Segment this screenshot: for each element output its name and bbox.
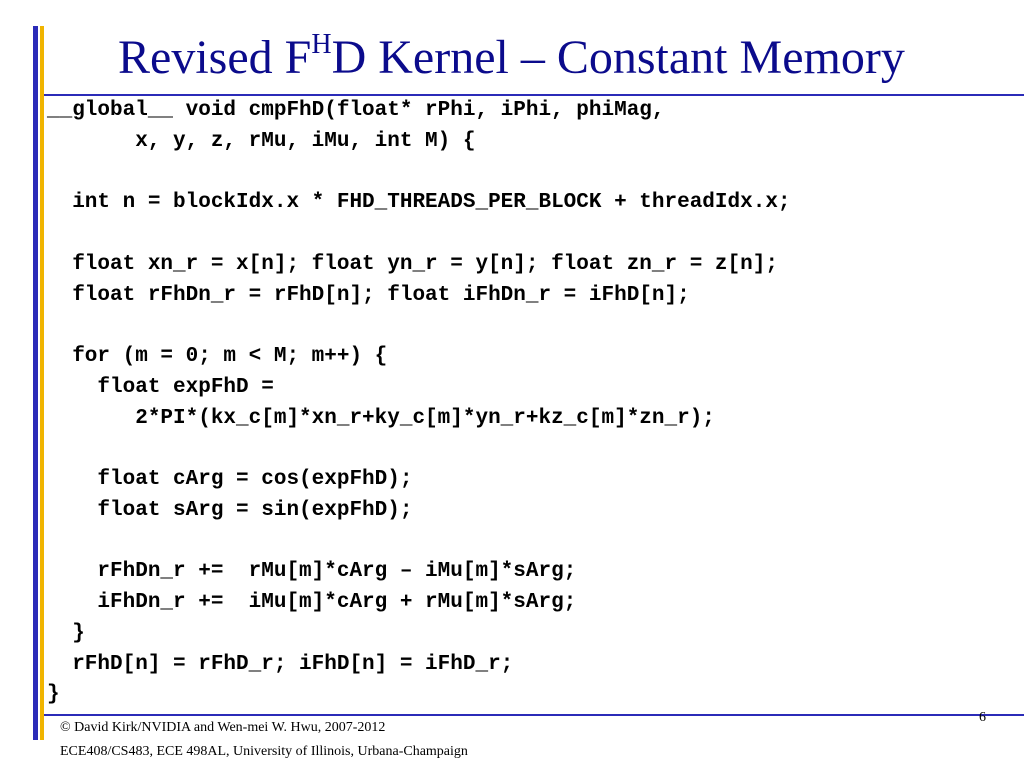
footer-copyright: © David Kirk/NVIDIA and Wen-mei W. Hwu, … xyxy=(60,720,386,735)
code-line xyxy=(47,434,1017,465)
code-line: rFhDn_r += rMu[m]*cArg – iMu[m]*sArg; xyxy=(47,560,577,584)
code-line: float xn_r = x[n]; float yn_r = y[n]; fl… xyxy=(47,252,778,276)
code-line: } xyxy=(47,683,60,707)
code-line: 2*PI*(kx_c[m]*xn_r+ky_c[m]*yn_r+kz_c[m]*… xyxy=(47,406,715,430)
code-line: float rFhDn_r = rFhD[n]; float iFhDn_r =… xyxy=(47,283,690,307)
title-superscript: H xyxy=(311,29,332,60)
code-line: iFhDn_r += iMu[m]*cArg + rMu[m]*sArg; xyxy=(47,591,577,614)
title-divider xyxy=(44,94,1024,96)
left-accent-bar-blue xyxy=(33,26,38,740)
code-line: float sArg = sin(expFhD); xyxy=(47,498,413,522)
left-accent-bar-gold xyxy=(40,26,44,740)
slide-title: Revised FHD Kernel – Constant Memory xyxy=(118,28,905,88)
page-number: 6 xyxy=(979,710,986,725)
code-line: float expFhD = xyxy=(47,375,274,399)
title-prefix: Revised F xyxy=(118,31,312,84)
code-line: } xyxy=(47,621,85,645)
footer-divider xyxy=(44,714,1024,716)
code-line: x, y, z, rMu, iMu, int M) { xyxy=(47,129,476,153)
code-line xyxy=(47,219,1017,250)
code-line: int n = blockIdx.x * FHD_THREADS_PER_BLO… xyxy=(47,191,791,215)
code-block: __global__ void cmpFhD(float* rPhi, iPhi… xyxy=(47,96,1017,711)
code-line: __global__ void cmpFhD(float* rPhi, iPhi… xyxy=(47,99,665,122)
code-line xyxy=(47,158,1017,189)
code-line xyxy=(47,527,1017,558)
code-line xyxy=(47,311,1017,342)
title-suffix: D Kernel – Constant Memory xyxy=(331,31,905,84)
footer-course: ECE408/CS483, ECE 498AL, University of I… xyxy=(60,744,468,759)
code-line: rFhD[n] = rFhD_r; iFhD[n] = iFhD_r; xyxy=(47,652,514,676)
code-line: for (m = 0; m < M; m++) { xyxy=(47,345,388,368)
code-line: float cArg = cos(expFhD); xyxy=(47,468,413,491)
